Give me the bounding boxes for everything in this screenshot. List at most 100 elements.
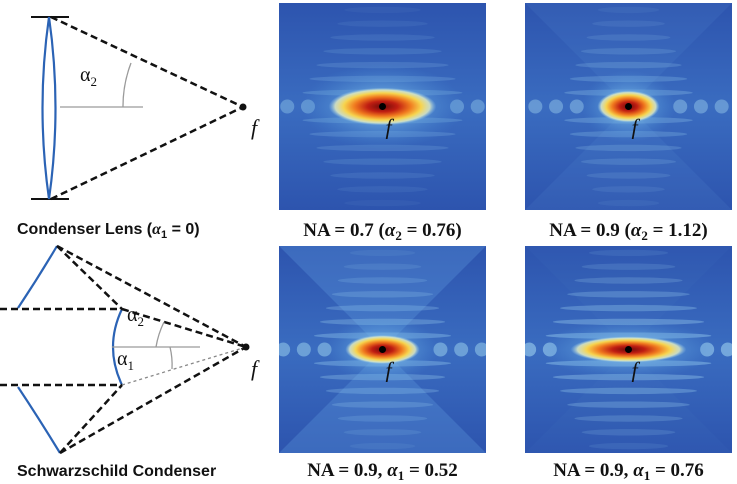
- interference-fringe: [337, 20, 428, 27]
- axial-side-lobe: [693, 99, 708, 114]
- lens-shape: [41, 16, 57, 200]
- converge-ray-bottom: [59, 345, 247, 455]
- alpha2-arc-2: [155, 321, 165, 348]
- panel-focus-label: f: [386, 358, 395, 383]
- panel-caption: NA = 0.9 (α2 = 1.12): [549, 220, 707, 243]
- inner-ray-bottom: [121, 346, 247, 386]
- condenser-lens-diagram: α2 f Condenser Lens (α1 = 0): [17, 15, 260, 241]
- intensity-panel: f NA = 0.9, α1 = 0.76: [501, 246, 732, 483]
- interference-fringe: [325, 387, 440, 395]
- axial-side-lobe: [279, 342, 291, 357]
- intensity-panels: fNA = 0.7 (α2 = 0.76)fNA = 0.9 (α2 = 1.1…: [260, 3, 732, 483]
- interference-fringe: [586, 172, 671, 179]
- converge-ray-top: [56, 244, 247, 349]
- axial-side-lobe: [280, 99, 295, 114]
- intensity-panel: fNA = 0.9 (α2 = 1.12): [525, 3, 732, 243]
- interference-fringe: [592, 20, 665, 27]
- interference-fringe: [323, 48, 442, 55]
- interference-fringe: [323, 158, 442, 165]
- interference-fringe: [581, 429, 676, 436]
- alpha1-label: α1: [117, 348, 134, 373]
- interference-fringe: [597, 6, 660, 14]
- interference-fringe: [580, 48, 677, 55]
- interference-fringe: [574, 277, 683, 284]
- cone-glow: [279, 349, 486, 453]
- alpha2-label: α2: [80, 64, 97, 89]
- interference-fringe: [567, 291, 690, 298]
- interference-fringe: [344, 199, 421, 207]
- panel-caption: NA = 0.7 (α2 = 0.76): [303, 220, 461, 243]
- panel-focus-label: f: [386, 115, 395, 140]
- interference-fringe: [560, 304, 697, 312]
- alpha2-label-2: α2: [127, 304, 144, 329]
- interference-fringe: [574, 415, 683, 422]
- interference-fringe: [337, 415, 428, 422]
- axial-side-lobe: [714, 99, 729, 114]
- focal-point: [239, 103, 247, 111]
- intensity-panel: f NA = 0.7 (α2 = 0.76): [260, 3, 486, 243]
- condenser-lens-caption: Condenser Lens (α1 = 0): [17, 221, 200, 241]
- panel-caption: NA = 0.9, α1 = 0.52: [307, 460, 458, 483]
- interference-fringe: [337, 186, 428, 193]
- interference-fringe: [586, 34, 671, 41]
- alpha1-arc: [169, 346, 173, 370]
- schwarzschild-diagram: α2 α1 f Schwarzschild Condenser: [0, 244, 260, 480]
- interference-fringe: [575, 144, 682, 152]
- interference-fringe: [331, 401, 434, 408]
- interference-fringe: [575, 61, 682, 69]
- interference-fringe: [331, 291, 434, 298]
- axial-side-lobe: [260, 100, 274, 114]
- interference-fringe: [567, 401, 690, 408]
- reflect-ray-2: [59, 384, 123, 454]
- mirror-lower: [17, 386, 61, 454]
- intensity-panel: f NA = 0.9, α1 = 0.52: [279, 246, 486, 483]
- focal-point-marker: [625, 346, 632, 353]
- reflect-ray-1: [56, 245, 123, 310]
- interference-fringe: [337, 277, 428, 284]
- focal-point-marker: [379, 346, 386, 353]
- axial-side-lobe: [474, 342, 486, 357]
- schwarzschild-caption: Schwarzschild Condenser: [17, 463, 216, 480]
- cone-glow: [525, 106, 732, 210]
- axial-side-lobe: [454, 342, 469, 357]
- marginal-ray-bottom: [50, 105, 244, 201]
- alpha2-arc: [122, 62, 132, 108]
- axial-side-lobe: [470, 99, 485, 114]
- mirror-upper: [17, 245, 58, 309]
- panel-focus-label: f: [632, 358, 641, 383]
- cone-glow: [525, 246, 732, 350]
- focus-label: f: [251, 115, 260, 140]
- interference-fringe: [560, 387, 697, 395]
- interference-fringe: [581, 263, 676, 270]
- interference-fringe: [343, 263, 422, 270]
- axial-side-lobe: [720, 342, 732, 357]
- axial-side-lobe: [296, 342, 311, 357]
- interference-fringe: [588, 249, 669, 257]
- axial-side-lobe: [501, 343, 515, 357]
- interference-fringe: [592, 186, 665, 193]
- interference-fringe: [325, 304, 440, 312]
- axial-side-lobe: [528, 99, 543, 114]
- interference-fringe: [343, 429, 422, 436]
- cone-glow: [525, 3, 732, 107]
- axial-side-lobe: [549, 99, 564, 114]
- interference-fringe: [330, 172, 435, 179]
- interference-fringe: [330, 34, 435, 41]
- interference-fringe: [580, 158, 677, 165]
- cone-glow: [279, 246, 486, 350]
- axial-side-lobe: [569, 99, 584, 114]
- interference-fringe: [588, 442, 669, 450]
- interference-fringe: [597, 199, 660, 207]
- focus-label-2: f: [251, 356, 260, 381]
- cone-glow: [525, 349, 732, 453]
- interference-fringe: [344, 6, 421, 14]
- marginal-ray-top: [50, 15, 244, 109]
- focal-point-marker: [379, 103, 386, 110]
- panel-caption: NA = 0.9, α1 = 0.76: [553, 460, 704, 483]
- focal-point-2: [242, 343, 250, 351]
- interference-fringe: [349, 249, 416, 257]
- interference-fringe: [349, 442, 416, 450]
- focal-point-marker: [625, 103, 632, 110]
- axial-side-lobe: [673, 99, 688, 114]
